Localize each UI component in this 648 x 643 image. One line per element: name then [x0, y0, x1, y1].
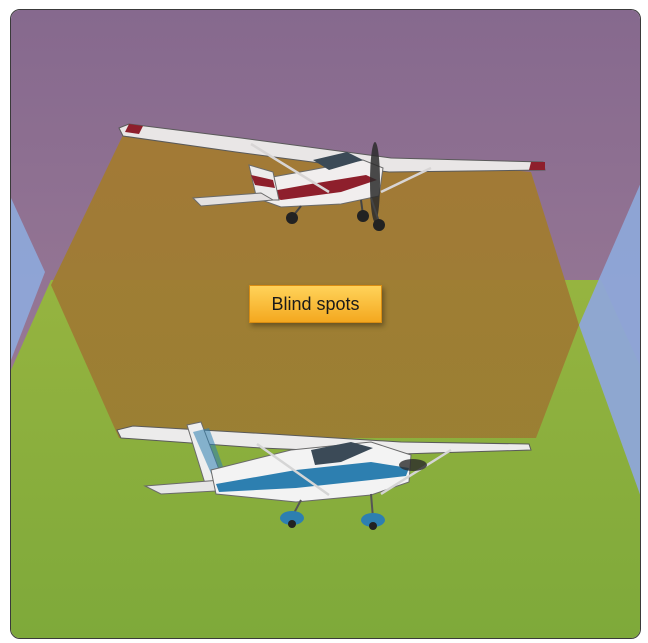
blind-spot-scene [11, 10, 641, 639]
diagram-frame: Blind spots [10, 9, 641, 639]
blind-spots-label: Blind spots [249, 285, 382, 323]
